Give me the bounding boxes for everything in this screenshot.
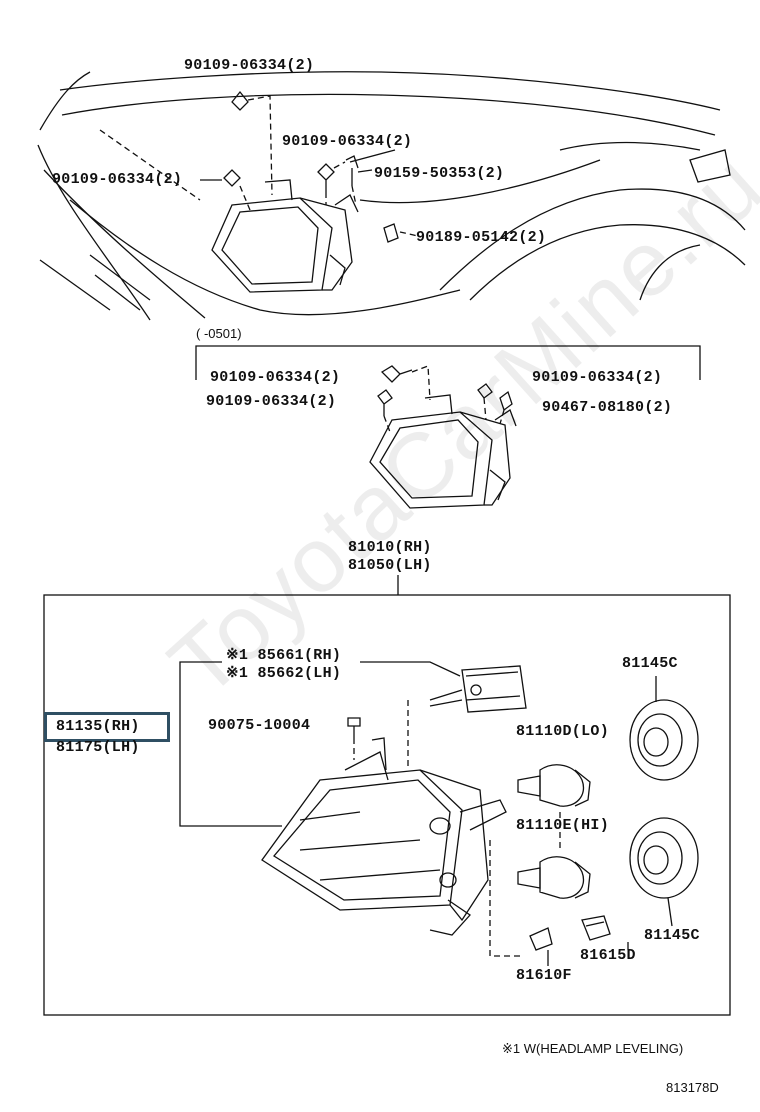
assembly-label-rh[interactable]: 81010(RH) <box>348 539 432 556</box>
part-label[interactable]: 90109-06334(2) <box>532 369 663 386</box>
part-label[interactable]: 90109-06334(2) <box>184 57 315 74</box>
bulb-81610 <box>529 927 553 951</box>
part-label[interactable]: 90075-10004 <box>208 717 311 734</box>
variant-bracket <box>195 345 701 380</box>
socket-81615 <box>581 915 611 941</box>
assembly-frame <box>43 575 731 1016</box>
cover-lower <box>629 817 699 899</box>
bulb-hi <box>517 856 591 899</box>
footnote: ※1 W(HEADLAMP LEVELING) <box>502 1041 684 1056</box>
part-label[interactable]: 81615D <box>580 947 636 964</box>
top-label-leaders <box>200 149 396 181</box>
headlamp-unit <box>261 737 507 936</box>
headlamp-variant <box>369 394 517 509</box>
cover-upper <box>629 699 699 781</box>
part-label[interactable]: 81110E(HI) <box>516 817 610 834</box>
top-leaders <box>99 95 419 237</box>
part-label[interactable]: 81610F <box>516 967 572 984</box>
part-label[interactable]: 90109-06334(2) <box>282 133 413 150</box>
part-label[interactable]: 81145C <box>644 927 700 944</box>
top-fasteners <box>223 90 399 243</box>
part-label[interactable]: 81110D(LO) <box>516 723 610 740</box>
part-label[interactable]: 90109-06334(2) <box>52 171 183 188</box>
part-label[interactable]: 90159-50353(2) <box>374 165 505 182</box>
headlamp-on-vehicle <box>211 179 359 293</box>
leveling-label-rh[interactable]: ※1 85661(RH) <box>226 647 342 664</box>
leveling-label-lh[interactable]: ※1 85662(LH) <box>226 665 342 682</box>
part-label[interactable]: 90109-06334(2) <box>206 393 337 410</box>
leveling-motor <box>429 665 527 713</box>
assembly-label-lh[interactable]: 81050(LH) <box>348 557 432 574</box>
assembly-label-leaders <box>547 676 673 966</box>
figure-id: 813178D <box>666 1080 719 1095</box>
assembly-leaders <box>353 700 561 957</box>
bulb-lo <box>517 764 591 807</box>
mid-leaders <box>383 365 505 433</box>
mid-fasteners <box>377 365 513 416</box>
unit-label-lh[interactable]: 81175(LH) <box>56 739 140 756</box>
part-label[interactable]: 90467-08180(2) <box>542 399 673 416</box>
part-label[interactable]: 90189-05142(2) <box>416 229 547 246</box>
unit-bracket <box>179 661 461 827</box>
unit-label-rh[interactable]: 81135(RH) <box>56 718 140 735</box>
screw-90075 <box>347 717 361 738</box>
vehicle-body-outline <box>37 71 746 321</box>
highlight-box <box>44 712 170 742</box>
variant-range-label: ( -0501) <box>196 326 242 341</box>
part-label[interactable]: 81145C <box>622 655 678 672</box>
part-label[interactable]: 90109-06334(2) <box>210 369 341 386</box>
